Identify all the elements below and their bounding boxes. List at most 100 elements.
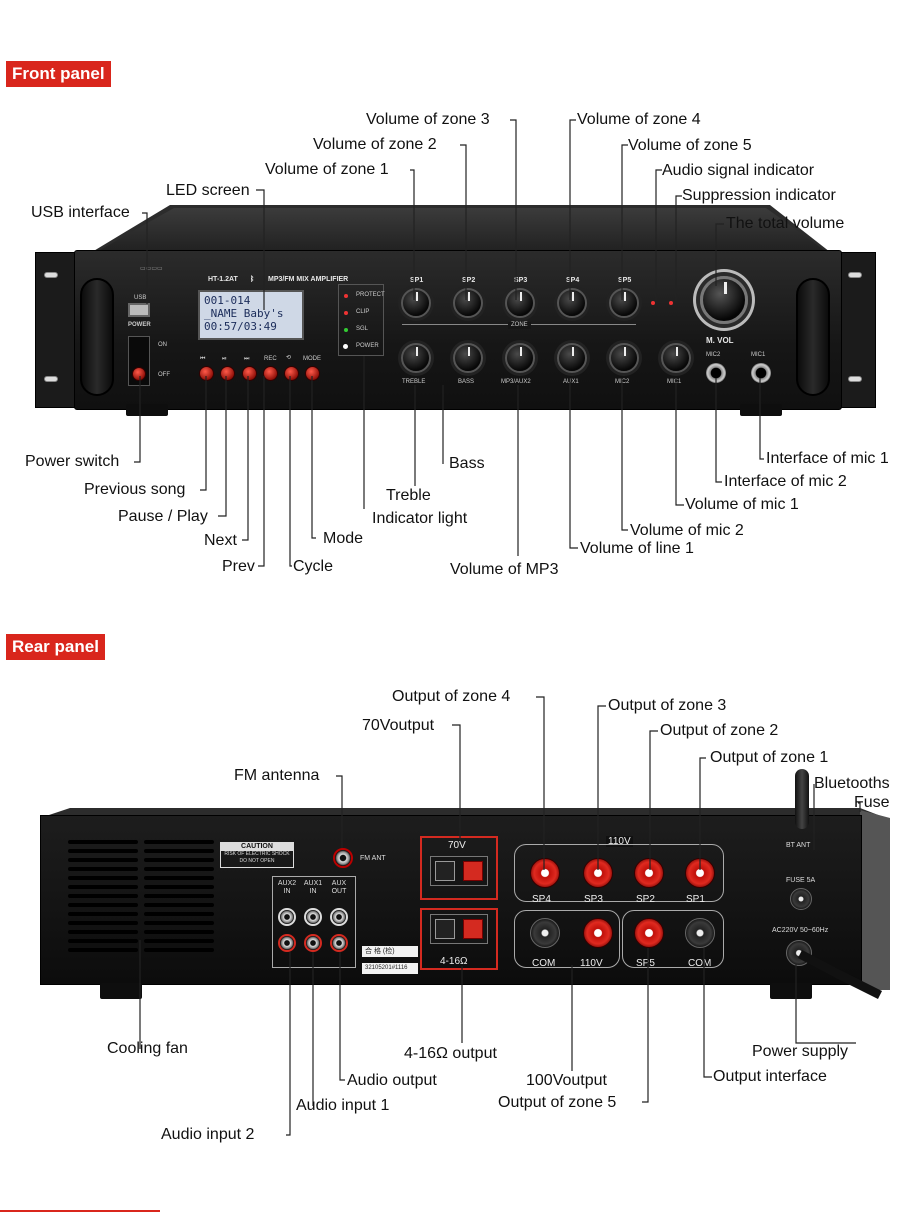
sp2-label: SP2 <box>636 894 655 905</box>
sp4-label: SP4 <box>532 894 551 905</box>
label-volume-mp3: Volume of MP3 <box>450 561 559 578</box>
label-volume-mic1: Volume of mic 1 <box>685 496 799 513</box>
zone4-volume-knob[interactable] <box>557 288 587 318</box>
indicator-sgl: SGL <box>356 326 369 332</box>
bluetooth-antenna[interactable] <box>795 769 809 829</box>
power-switch-rocker[interactable] <box>132 367 146 381</box>
label-70v-output: 70Voutput <box>362 717 435 734</box>
label-pause-play: Pause / Play <box>118 508 208 525</box>
pause-play-button[interactable] <box>220 366 235 381</box>
rear-foot <box>770 983 812 999</box>
caution-title: CAUTION <box>221 843 293 851</box>
sgl-led <box>344 328 348 332</box>
usb-port[interactable] <box>128 303 150 317</box>
label-next: Next <box>204 532 237 549</box>
aux-out-left-jack[interactable] <box>330 908 348 926</box>
4-16-terminal-com[interactable] <box>435 919 455 939</box>
fuse-holder[interactable] <box>790 888 812 910</box>
mp3-aux2-knob[interactable] <box>505 343 535 373</box>
110v-label: 110V <box>580 958 603 969</box>
label-output-zone2: Output of zone 2 <box>660 722 779 739</box>
zone1-volume-knob[interactable] <box>401 288 431 318</box>
rack-slot <box>848 272 862 278</box>
4-16-terminal-out[interactable] <box>463 919 483 939</box>
label-output-zone4: Output of zone 4 <box>392 688 511 705</box>
label-suppression: Suppression indicator <box>682 187 836 204</box>
treble-label: TREBLE <box>402 379 426 385</box>
4-16-ohm-label: 4-16Ω <box>440 956 468 967</box>
70v-terminal-block <box>430 856 488 886</box>
cycle-icon: ⟲ <box>286 355 292 361</box>
mic2-jack[interactable] <box>706 363 726 383</box>
mic2-jack-label: MIC2 <box>706 352 721 358</box>
lcd-line-2: _NAME Baby's <box>204 307 284 320</box>
treble-knob[interactable] <box>401 343 431 373</box>
mic2-volume-knob[interactable] <box>609 343 639 373</box>
label-interface-mic1: Interface of mic 1 <box>766 450 889 467</box>
label-prev: Prev <box>222 558 255 575</box>
right-handle[interactable] <box>796 278 830 396</box>
mvol-label: M. VOL <box>706 336 734 345</box>
bass-label: BASS <box>458 379 475 385</box>
sp3-label: SP3 <box>584 894 603 905</box>
power-cord <box>797 950 883 1000</box>
label-volume-line1: Volume of line 1 <box>580 540 694 557</box>
aux1-in-left-jack[interactable] <box>304 908 322 926</box>
label-interface-mic2: Interface of mic 2 <box>724 473 847 490</box>
aux2-in-right-jack[interactable] <box>278 934 296 952</box>
com-right-post[interactable] <box>685 918 715 948</box>
sp2-output-post[interactable] <box>634 858 664 888</box>
mic1-jack[interactable] <box>751 363 771 383</box>
label-audio-input1: Audio input 1 <box>296 1097 390 1114</box>
front-foot <box>126 404 168 416</box>
110v-output-post[interactable] <box>583 918 613 948</box>
label-output-zone5: Output of zone 5 <box>498 1094 617 1111</box>
com-left-post[interactable] <box>530 918 560 948</box>
label-output-zone3: Output of zone 3 <box>608 697 727 714</box>
rear-panel-tag: Rear panel <box>6 634 105 660</box>
label-power-switch: Power switch <box>25 453 120 470</box>
power-switch[interactable] <box>128 336 150 386</box>
prev-button[interactable] <box>263 366 278 381</box>
label-treble: Treble <box>386 487 431 504</box>
mic1-volume-knob[interactable] <box>661 343 691 373</box>
next-button[interactable] <box>242 366 257 381</box>
zone2-volume-knob[interactable] <box>453 288 483 318</box>
label-total-volume: The total volume <box>726 215 845 232</box>
70v-terminal-com[interactable] <box>435 861 455 881</box>
caution-sub2: DO NOT OPEN <box>239 858 275 864</box>
indicator-power: POWER <box>356 343 379 349</box>
power-label: POWER <box>128 322 151 328</box>
label-4-16-output: 4-16Ω output <box>404 1045 497 1062</box>
zone3-volume-knob[interactable] <box>505 288 535 318</box>
bt-ant-label: BT ANT <box>786 842 811 849</box>
master-volume-knob[interactable] <box>700 276 748 324</box>
sp5-output-post[interactable] <box>634 918 664 948</box>
zone5-volume-knob[interactable] <box>609 288 639 318</box>
bass-knob[interactable] <box>453 343 483 373</box>
aux1-knob[interactable] <box>557 343 587 373</box>
fm-antenna-jack[interactable] <box>333 848 353 868</box>
mp3-aux2-label: MP3/AUX2 <box>501 379 531 385</box>
indicator-panel <box>338 284 384 356</box>
com-110v-group <box>514 910 620 968</box>
caution-sub1: RISK OF ELECTRIC SHOCK <box>224 851 290 857</box>
70v-terminal-out[interactable] <box>463 861 483 881</box>
label-power-supply: Power supply <box>752 1043 849 1060</box>
sp1-label: SP1 <box>410 277 424 284</box>
aux-out-right-jack[interactable] <box>330 934 348 952</box>
aux2-in-left-jack[interactable] <box>278 908 296 926</box>
rack-slot <box>44 376 58 382</box>
label-volume-mic2: Volume of mic 2 <box>630 522 744 539</box>
label-fuse: Fuse <box>854 794 890 811</box>
amplifier-title: MP3/FM MIX AMPLIFIER <box>268 276 349 283</box>
qc-sticker-line2: 32105201#1116 <box>362 963 418 974</box>
sp4-output-post[interactable] <box>530 858 560 888</box>
indicator-clip: CLIP <box>356 309 370 315</box>
lcd-line-1: 001-014 <box>204 294 251 307</box>
cycle-button[interactable] <box>284 366 299 381</box>
left-handle[interactable] <box>80 278 114 396</box>
aux1-in-right-jack[interactable] <box>304 934 322 952</box>
label-volume-zone1: Volume of zone 1 <box>265 161 389 178</box>
